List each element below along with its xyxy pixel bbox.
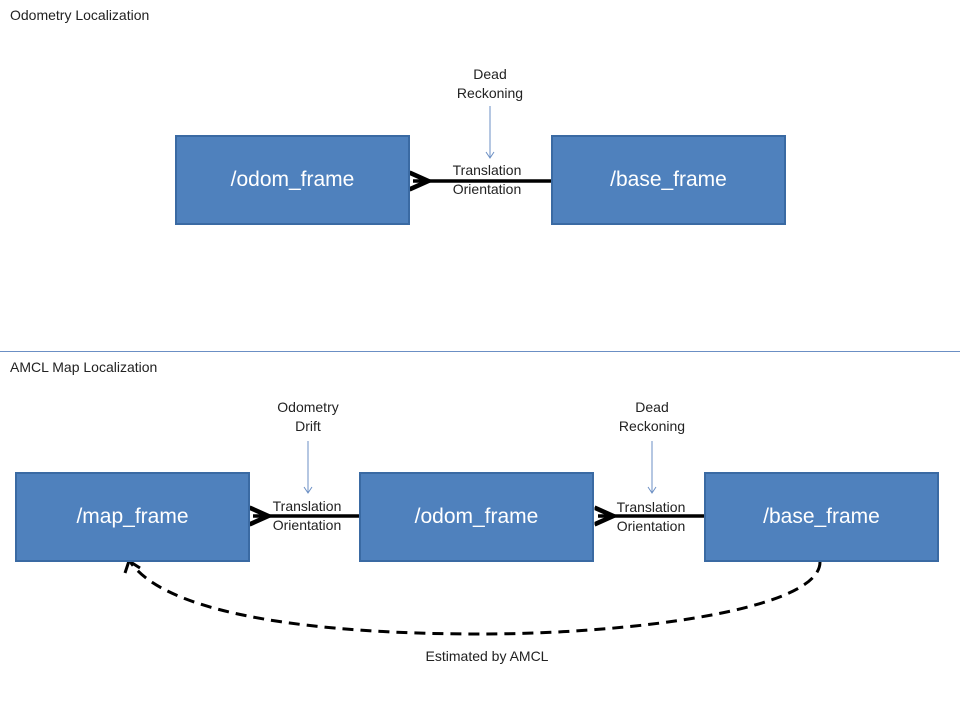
label-transform-left: Translation Orientation [273,497,342,535]
section-divider [0,351,960,352]
label-estimated-by-amcl: Estimated by AMCL [425,648,549,664]
label-dead-reckoning-amcl: Dead Reckoning [619,398,685,436]
node-odom-frame-amcl: /odom_frame [359,472,594,562]
label-line: Translation [272,498,342,514]
label-line: Reckoning [456,85,524,101]
node-odom-frame: /odom_frame [175,135,410,225]
node-map-frame: /map_frame [15,472,250,562]
label-line: Drift [295,418,321,434]
section-title-amcl: AMCL Map Localization [10,359,158,375]
label-line: Orientation [616,518,686,534]
amcl-estimate-curve [129,561,822,636]
label-transform: Translation Orientation [453,161,522,199]
label-line: Dead [635,399,669,415]
label-transform-right: Translation Orientation [617,498,686,536]
label-line: Translation [452,162,522,178]
amcl-estimate-arrowhead [123,558,141,574]
label-line: Orientation [452,181,522,197]
label-line: Reckoning [618,418,686,434]
label-line: Orientation [272,517,342,533]
label-line: Translation [616,499,686,515]
label-odometry-drift: Odometry Drift [277,398,338,436]
label-dead-reckoning: Dead Reckoning [457,65,523,103]
node-base-frame: /base_frame [551,135,786,225]
section-title-odometry: Odometry Localization [10,7,150,23]
label-line: Odometry [277,399,339,415]
label-line: Dead [473,66,507,82]
node-base-frame-amcl: /base_frame [704,472,939,562]
